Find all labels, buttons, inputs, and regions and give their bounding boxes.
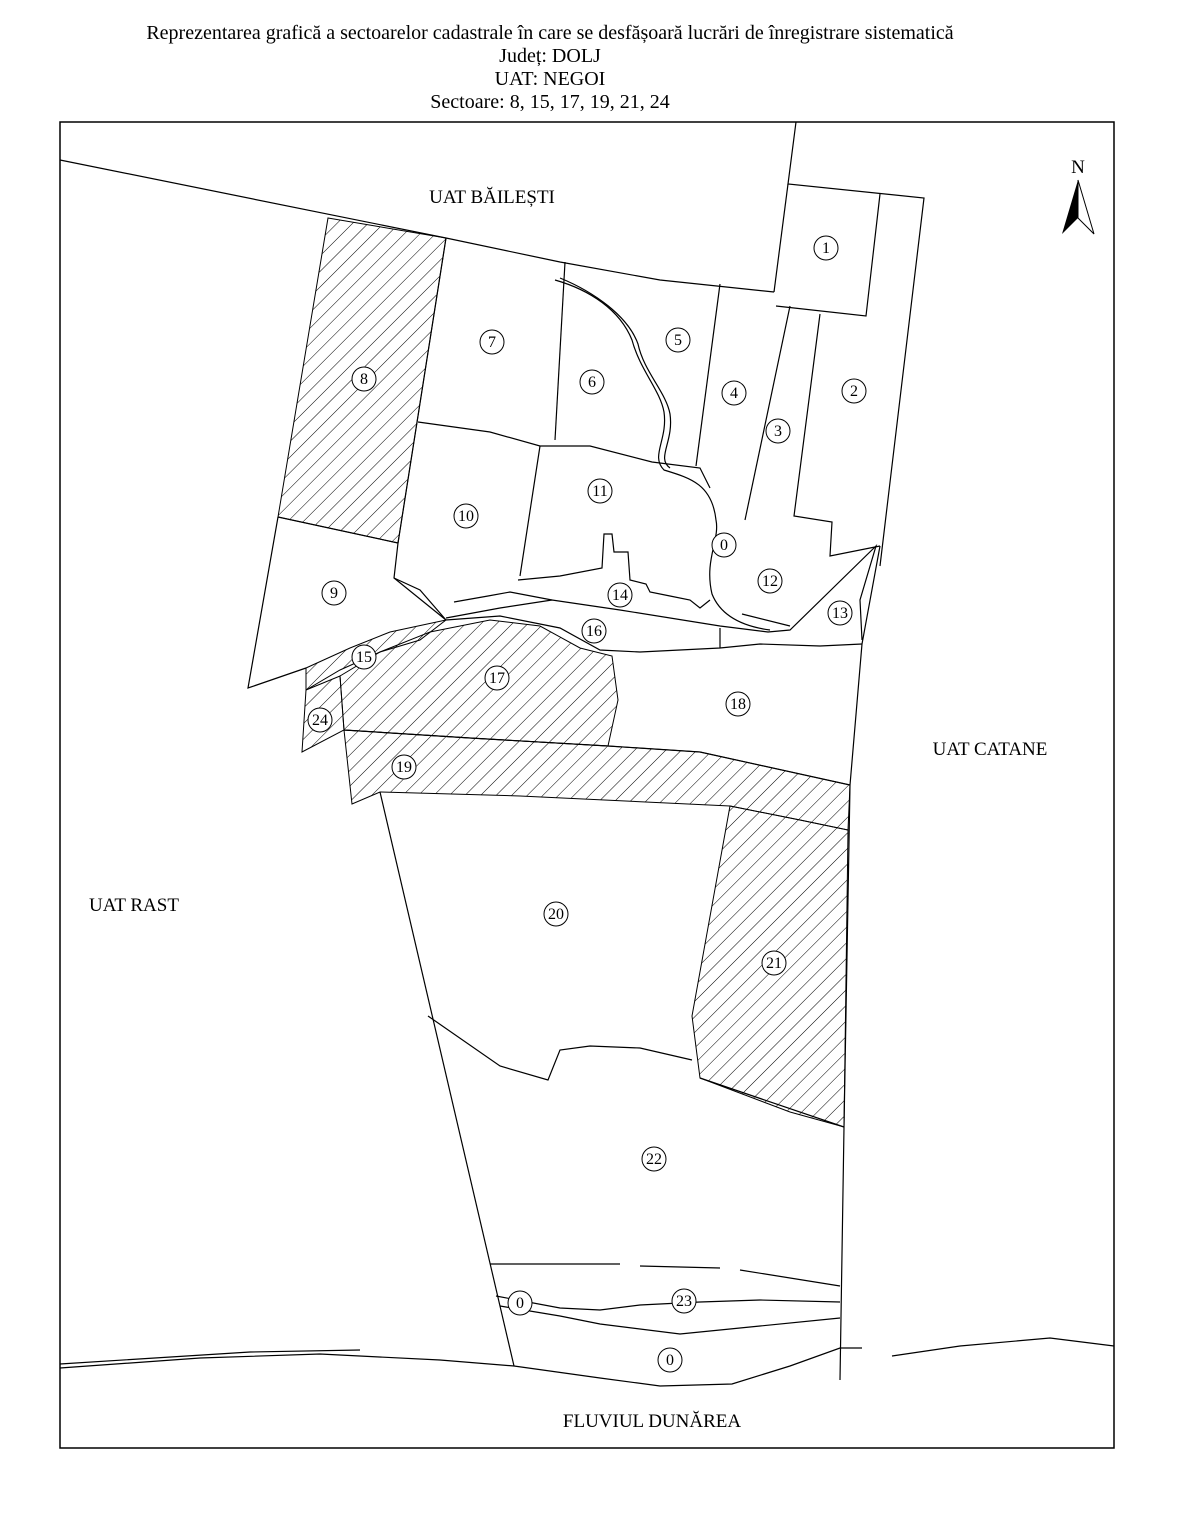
sector-marker-5[interactable]: 5 xyxy=(665,327,691,353)
sector-marker-21[interactable]: 21 xyxy=(761,950,787,976)
title-line-uat: UAT: NEGOI xyxy=(494,68,606,90)
sector-marker-0[interactable]: 0 xyxy=(657,1347,683,1373)
sector-number: 17 xyxy=(489,670,505,687)
sector-marker-14[interactable]: 14 xyxy=(607,582,633,608)
sector-circle xyxy=(641,1146,667,1172)
sector-circle xyxy=(711,532,737,558)
sector-number: 7 xyxy=(488,334,496,351)
sector-circle xyxy=(813,235,839,261)
sector-marker-8[interactable]: 8 xyxy=(351,366,377,392)
sector-number: 0 xyxy=(516,1295,524,1312)
sector-number: 4 xyxy=(730,385,738,402)
sector-marker-19[interactable]: 19 xyxy=(391,754,417,780)
sector-marker-11[interactable]: 11 xyxy=(587,478,613,504)
sector-circle xyxy=(484,665,510,691)
sector-number: 0 xyxy=(666,1352,674,1369)
sector-number: 22 xyxy=(646,1151,662,1168)
sector-circle xyxy=(671,1288,697,1314)
sector-marker-17[interactable]: 17 xyxy=(484,665,510,691)
sector-marker-1[interactable]: 1 xyxy=(813,235,839,261)
sector-marker-3[interactable]: 3 xyxy=(765,418,791,444)
sector-number: 19 xyxy=(396,759,412,776)
sector-marker-13[interactable]: 13 xyxy=(827,600,853,626)
sector-marker-0[interactable]: 0 xyxy=(711,532,737,558)
north-arrow: N xyxy=(1062,157,1095,235)
sector-circle xyxy=(543,901,569,927)
sector-circle xyxy=(765,418,791,444)
sector-circle xyxy=(665,327,691,353)
sector-marker-2[interactable]: 2 xyxy=(841,378,867,404)
sector-marker-9[interactable]: 9 xyxy=(321,580,347,606)
sector-number: 10 xyxy=(458,508,474,525)
sector-circle xyxy=(725,691,751,717)
sector-number: 13 xyxy=(832,605,848,622)
sector-circle xyxy=(391,754,417,780)
sector-number: 14 xyxy=(612,587,628,604)
sector-circle xyxy=(841,378,867,404)
sector-circle xyxy=(721,380,747,406)
sector-marker-24[interactable]: 24 xyxy=(307,707,333,733)
sector-number: 1 xyxy=(822,240,830,257)
sector-number: 16 xyxy=(586,623,602,640)
sector-marker-10[interactable]: 10 xyxy=(453,503,479,529)
neighbor-west: UAT RAST xyxy=(89,895,179,916)
map-title: Reprezentarea grafică a sectoarelor cada… xyxy=(0,22,1100,114)
sector-marker-15[interactable]: 15 xyxy=(351,644,377,670)
north-label: N xyxy=(1071,157,1085,178)
sector-number: 23 xyxy=(676,1293,692,1310)
sector-circle xyxy=(587,478,613,504)
sector-circle xyxy=(761,950,787,976)
sector-circle xyxy=(579,369,605,395)
sector-marker-12[interactable]: 12 xyxy=(757,568,783,594)
sector-number: 20 xyxy=(548,906,564,923)
sector-marker-23[interactable]: 23 xyxy=(671,1288,697,1314)
sector-marker-6[interactable]: 6 xyxy=(579,369,605,395)
title-line-county: Județ: DOLJ xyxy=(499,45,601,67)
sector-number: 11 xyxy=(592,483,607,500)
map-frame xyxy=(59,121,1115,1449)
sector-number: 24 xyxy=(312,712,328,729)
title-line-sectors: Sectoare: 8, 15, 17, 19, 21, 24 xyxy=(430,91,670,113)
sector-circle xyxy=(607,582,633,608)
sector-number: 5 xyxy=(674,332,682,349)
sector-marker-20[interactable]: 20 xyxy=(543,901,569,927)
sector-circle xyxy=(827,600,853,626)
sector-circle xyxy=(581,618,607,644)
hatched-sectors xyxy=(277,217,851,1128)
sector-number: 15 xyxy=(356,649,372,666)
sector-number: 0 xyxy=(720,537,728,554)
sector-marker-7[interactable]: 7 xyxy=(479,329,505,355)
sector-number: 2 xyxy=(850,383,858,400)
sector-circle xyxy=(453,503,479,529)
title-line-1: Reprezentarea grafică a sectoarelor cada… xyxy=(146,22,954,44)
neighbor-east: UAT CATANE xyxy=(933,739,1048,760)
sector-marker-4[interactable]: 4 xyxy=(721,380,747,406)
sector-circle xyxy=(351,366,377,392)
neighbor-south: FLUVIUL DUNĂREA xyxy=(563,1411,741,1432)
sector-number: 6 xyxy=(588,374,596,391)
sector-number: 12 xyxy=(762,573,778,590)
sector-number: 18 xyxy=(730,696,746,713)
sector-number: 8 xyxy=(360,371,368,388)
sector-number: 3 xyxy=(774,423,782,440)
sector-marker-18[interactable]: 18 xyxy=(725,691,751,717)
sector-circle xyxy=(507,1290,533,1316)
sector-circle xyxy=(479,329,505,355)
neighbor-north: UAT BĂILEȘTI xyxy=(429,187,555,208)
sector-circle xyxy=(757,568,783,594)
sector-marker-22[interactable]: 22 xyxy=(641,1146,667,1172)
sector-circle xyxy=(307,707,333,733)
sector-boundaries xyxy=(59,121,1115,1387)
sector-circle xyxy=(351,644,377,670)
sector-marker-0[interactable]: 0 xyxy=(507,1290,533,1316)
sector-circle xyxy=(321,580,347,606)
sector-number: 9 xyxy=(330,585,338,602)
sector-number: 21 xyxy=(766,955,782,972)
sector-circle xyxy=(657,1347,683,1373)
sector-marker-16[interactable]: 16 xyxy=(581,618,607,644)
